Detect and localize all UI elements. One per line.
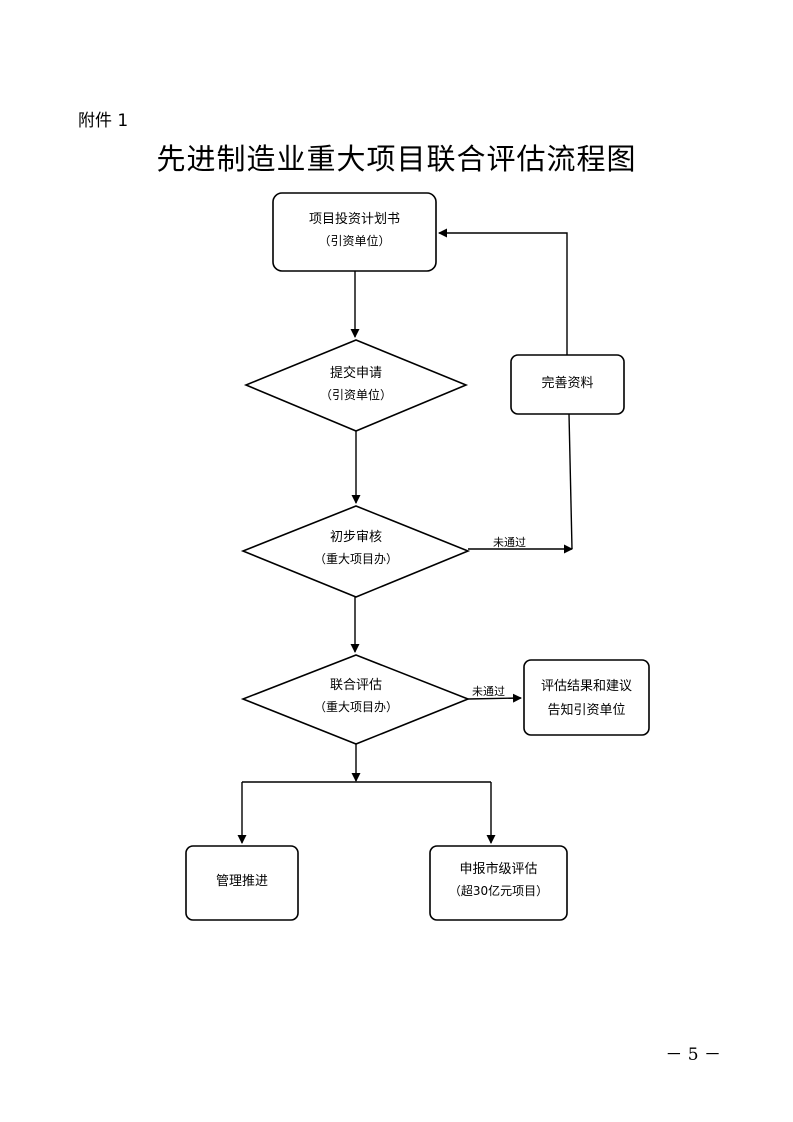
notify-line2: 告知引资单位 (547, 702, 626, 718)
submit-label: 提交申请 （引资单位） (256, 366, 456, 402)
line-supplement-down (568, 413, 573, 550)
plan-sub: （引资单位） (318, 233, 391, 248)
submit-sub: （引资单位） (319, 387, 392, 402)
report-title: 申报市级评估 (459, 862, 538, 877)
manage-label: 管理推进 (186, 874, 298, 890)
plan-label: 项目投资计划书 （引资单位） (273, 212, 436, 248)
submit-title: 提交申请 (329, 366, 382, 381)
page-title: 先进制造业重大项目联合评估流程图 (156, 142, 637, 176)
supplement-title: 完善资料 (541, 376, 594, 391)
notify-line1: 评估结果和建议 (540, 679, 632, 694)
edge-label-fail-review: 未通过 (493, 536, 526, 549)
notify-label: 评估结果和建议 告知引资单位 (524, 679, 649, 718)
initial-review-label: 初步审核 （重大项目办） (256, 530, 456, 566)
plan-title: 项目投资计划书 (308, 212, 400, 227)
manage-box (185, 845, 299, 921)
joint-eval-label: 联合评估 （重大项目办） (256, 678, 456, 714)
report-label: 申报市级评估 （超30亿元项目） (430, 862, 567, 898)
arrow-supplement-to-plan (438, 228, 568, 355)
report-box (429, 845, 568, 921)
notify-box (523, 659, 650, 736)
manage-title: 管理推进 (215, 874, 268, 889)
supplement-label: 完善资料 (511, 376, 624, 392)
attachment-label: 附件 1 (78, 111, 129, 131)
initial-review-title: 初步审核 (329, 530, 382, 545)
initial-review-diamond (240, 505, 471, 598)
page-number: － 5 － (665, 1045, 721, 1065)
joint-eval-sub: （重大项目办） (313, 699, 398, 714)
joint-eval-title: 联合评估 (329, 678, 382, 693)
arrow-joint-fail (467, 693, 522, 703)
report-sub: （超30亿元项目） (448, 883, 549, 898)
edge-label-fail-joint: 未通过 (472, 685, 505, 698)
initial-review-sub: （重大项目办） (313, 551, 398, 566)
